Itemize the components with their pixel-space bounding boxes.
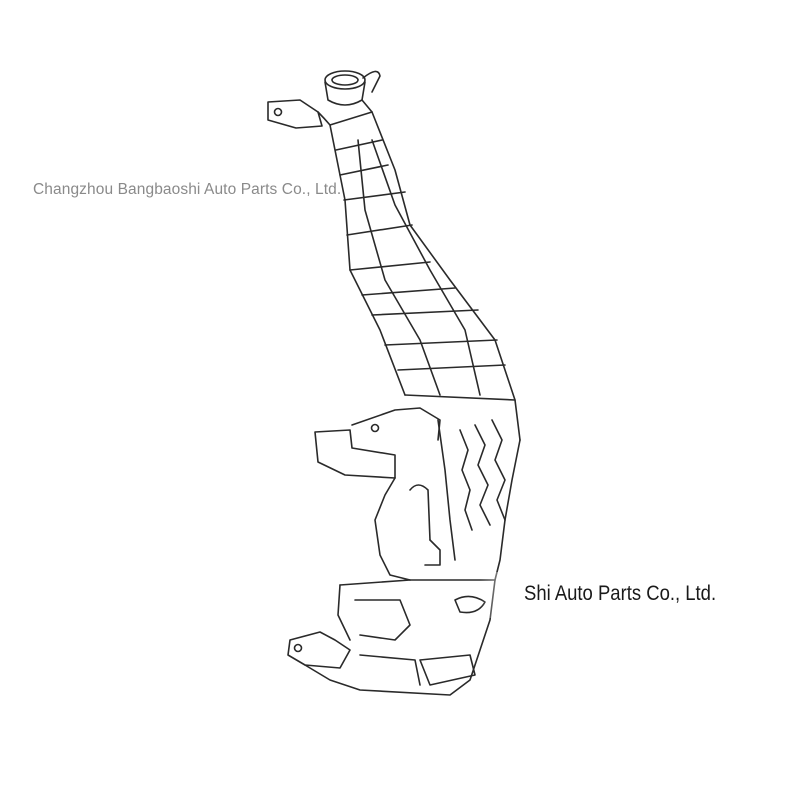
body-right-edge xyxy=(361,99,521,441)
body-left-edge xyxy=(317,111,406,396)
filler-tab xyxy=(362,70,381,93)
filler-cap-inner xyxy=(331,74,359,86)
watermark-top: Changzhou Bangbaoshi Auto Parts Co., Ltd… xyxy=(33,181,342,198)
top-mount-tab xyxy=(267,99,323,129)
mid-mount-bracket xyxy=(314,429,396,479)
watermark-bottom: Shi Auto Parts Co., Ltd. xyxy=(524,582,717,605)
watermark-bottom-backdrop xyxy=(480,572,800,618)
mid-mount-hole xyxy=(370,423,380,433)
filler-cap xyxy=(324,70,366,90)
bottom-mount-tab xyxy=(287,631,351,669)
lower-body-left xyxy=(374,477,411,581)
base-outline xyxy=(304,579,496,696)
top-mount-hole xyxy=(273,107,283,117)
bottom-mount-hole xyxy=(293,643,303,653)
lower-body-right xyxy=(494,439,521,581)
pump-port xyxy=(409,484,431,541)
